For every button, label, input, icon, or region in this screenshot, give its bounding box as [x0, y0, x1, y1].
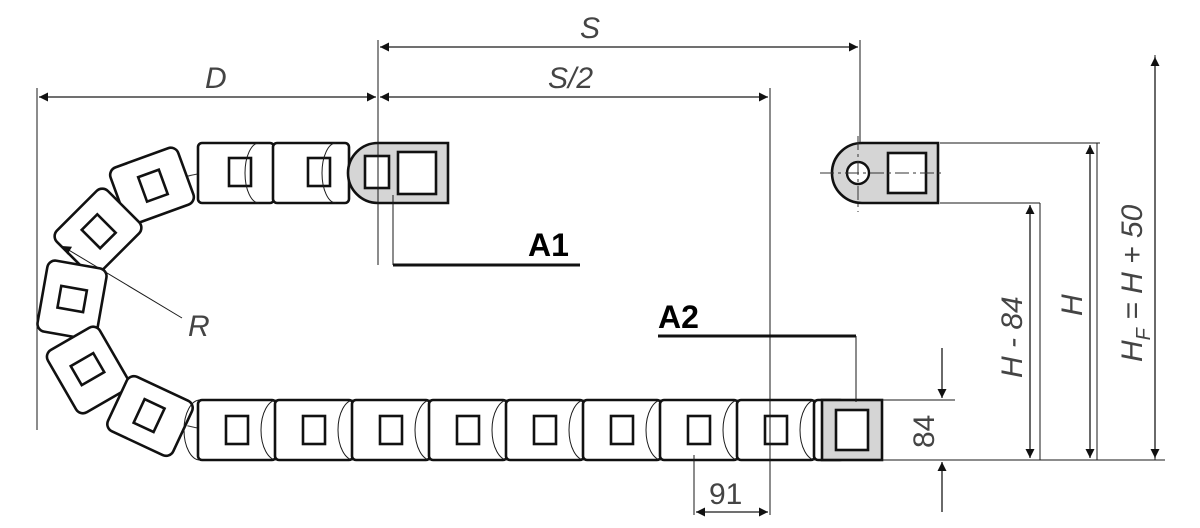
label-H-minus: H - 84 [996, 296, 1029, 378]
end-bracket-lower [820, 398, 884, 462]
end-bracket-right [820, 136, 942, 212]
lower-run [183, 398, 846, 462]
end-bracket-upper [346, 141, 450, 205]
dimension-S-half: S/2 [380, 62, 768, 102]
dimension-link-height: 84 [908, 348, 947, 512]
dimension-H-minus: H - 84 [996, 205, 1035, 458]
chain-centerline [90, 171, 880, 431]
label-HF-rest: = H + 50 [1116, 204, 1149, 328]
label-pitch: 91 [709, 478, 742, 511]
upper-run [196, 141, 351, 205]
callout-A1: A1 [392, 195, 580, 267]
label-D: D [205, 62, 227, 95]
dimension-HF: HF = H + 50 [1116, 57, 1160, 458]
callout-A2: A2 [658, 299, 857, 402]
label-S-half: S/2 [548, 62, 593, 95]
label-R: R [188, 310, 210, 343]
dimension-D: D [39, 62, 376, 102]
label-HF: HF = H + 50 [1116, 204, 1155, 362]
label-S: S [580, 12, 600, 45]
label-HF-sub: F [1133, 326, 1155, 340]
dimension-pitch: 91 [696, 478, 768, 517]
label-A2: A2 [658, 299, 699, 335]
bend-region [36, 146, 196, 458]
label-HF-main: H [1116, 340, 1149, 362]
radius-R: R [61, 245, 210, 343]
label-H: H [1056, 294, 1089, 316]
dimension-H: H [1056, 145, 1095, 458]
dimension-S: S [380, 12, 858, 52]
label-A1: A1 [528, 227, 569, 263]
label-link-height: 84 [908, 415, 941, 448]
